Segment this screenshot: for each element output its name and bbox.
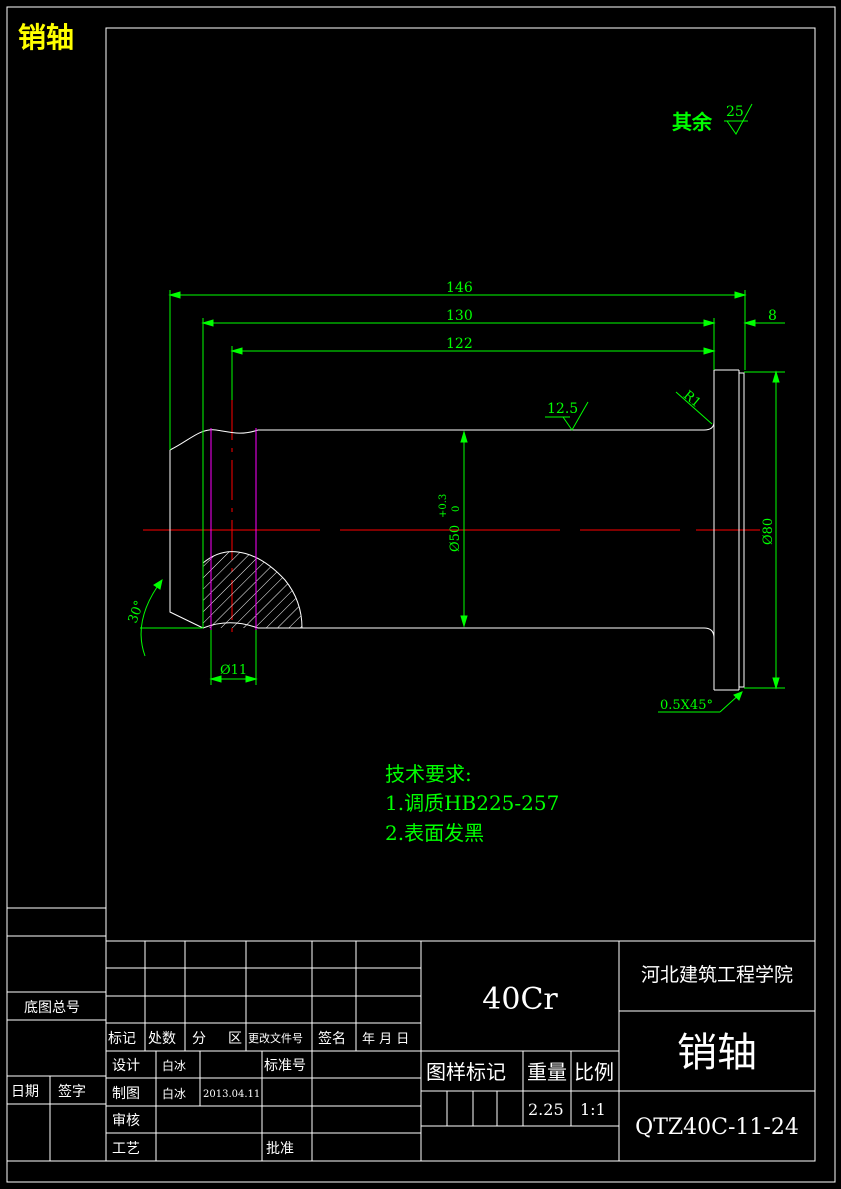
chamfer-leader xyxy=(658,691,743,713)
school-name: 河北建筑工程学院 xyxy=(641,964,793,986)
part-name: 销轴 xyxy=(677,1030,757,1076)
fillet-leader xyxy=(675,391,713,425)
dim-130-text: 130 xyxy=(446,308,473,324)
roughness-note-label: 其余 xyxy=(672,110,713,134)
dim-130 xyxy=(201,318,785,628)
side-base-drawing-no: 底图总号 xyxy=(24,1000,80,1016)
side-table xyxy=(7,907,106,1162)
shaft-roughness-text: 12.5 xyxy=(547,401,578,417)
hole-dia-text: Ø11 xyxy=(220,663,247,678)
check-label: 审核 xyxy=(112,1113,140,1129)
rev-mark-header: 标记 xyxy=(108,1031,136,1047)
rev-doc-header: 更改文件号 xyxy=(248,1031,303,1045)
drawing-number: QTZ40C-11-24 xyxy=(635,1115,799,1140)
side-date: 日期 xyxy=(11,1084,39,1100)
sample-mark-label: 图样标记 xyxy=(426,1060,506,1084)
dim-head-dia xyxy=(744,370,785,690)
rev-sign-header: 签名 xyxy=(318,1030,346,1047)
fillet-text: R1 xyxy=(680,388,703,411)
dim-122-text: 122 xyxy=(446,336,473,352)
section-hatch xyxy=(203,551,302,628)
chamfer-angle-text: 30° xyxy=(126,599,148,626)
rev-zone-header-a: 分 xyxy=(192,1031,206,1047)
dim-hole-dia xyxy=(209,630,258,685)
tech-title: 技术要求: xyxy=(385,762,472,786)
side-signature: 签字 xyxy=(58,1083,86,1100)
scale-label: 比例 xyxy=(574,1060,614,1084)
title-block-grid xyxy=(106,940,815,1161)
draw-name: 白冰 xyxy=(162,1086,186,1101)
shaft-dia-text: Ø50 xyxy=(448,525,463,552)
dim-146-text: 146 xyxy=(446,280,473,296)
rev-zone-header-b: 区 xyxy=(228,1031,242,1047)
standard-label: 标准号 xyxy=(264,1058,306,1074)
design-name: 白冰 xyxy=(162,1058,186,1073)
rev-date-header: 年 月 日 xyxy=(362,1032,409,1047)
inner-frame xyxy=(105,27,816,1162)
roughness-symbol xyxy=(724,103,753,135)
weight-value: 2.25 xyxy=(528,1100,564,1119)
outer-border xyxy=(6,6,836,1183)
scale-value: 1:1 xyxy=(580,1100,606,1119)
roughness-note-value: 25 xyxy=(726,104,744,120)
draw-date: 2013.04.11 xyxy=(203,1089,260,1100)
rev-count-header: 处数 xyxy=(148,1031,176,1047)
process-label: 工艺 xyxy=(112,1141,140,1157)
design-label: 设计 xyxy=(112,1058,140,1074)
dim-shaft-dia xyxy=(460,430,468,628)
tech-item-1: 1.调质HB225-257 xyxy=(385,791,559,815)
shaft-tol-upper: +0.3 xyxy=(438,494,449,518)
shaft-tol-lower: 0 xyxy=(451,506,462,512)
dim-chamfer-angle xyxy=(140,578,203,657)
roughness-note: 其余 25 xyxy=(672,103,753,135)
material: 40Cr xyxy=(482,982,558,1017)
tech-item-2: 2.表面发黑 xyxy=(385,821,484,845)
chamfer-text: 0.5X45° xyxy=(660,698,713,713)
weight-label: 重量 xyxy=(527,1060,567,1084)
dim-8-text: 8 xyxy=(768,308,777,324)
approve-label: 批准 xyxy=(266,1141,294,1157)
dim-122 xyxy=(230,346,716,400)
corner-title: 销轴 xyxy=(18,21,74,54)
head-dia-text: Ø80 xyxy=(761,518,776,545)
draw-label: 制图 xyxy=(112,1086,140,1102)
dim-146 xyxy=(168,290,747,450)
tech-requirements: 技术要求: 1.调质HB225-257 2.表面发黑 xyxy=(385,762,559,845)
shaft-roughness: 12.5 xyxy=(545,401,589,431)
